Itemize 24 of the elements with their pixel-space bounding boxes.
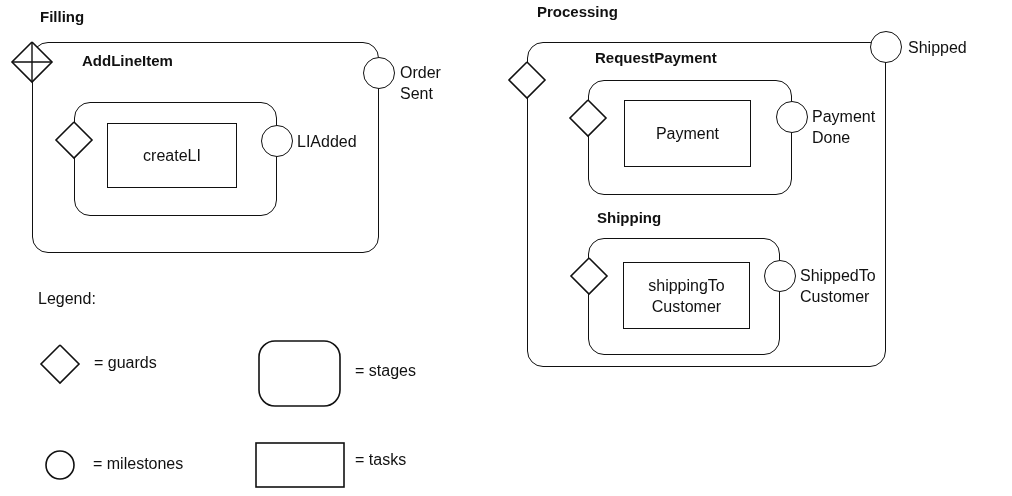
- legend-label: = guards: [94, 354, 157, 372]
- milestone-label: Payment Done: [812, 107, 877, 148]
- milestone-label: LIAdded: [297, 132, 358, 152]
- guard-diamond: [569, 99, 607, 137]
- stage-title: Filling: [40, 8, 85, 26]
- stage-title: RequestPayment: [595, 49, 717, 67]
- legend-label: = tasks: [355, 451, 407, 469]
- task-box: Payment: [624, 100, 751, 167]
- milestone-label: Order Sent: [400, 63, 442, 104]
- stage-title: Processing: [537, 3, 618, 21]
- legend-title: Legend:: [38, 290, 96, 308]
- task-box: createLI: [107, 123, 237, 188]
- guard-diamond: [55, 121, 93, 159]
- legend-label: = stages: [355, 362, 416, 380]
- guard-diamond: [570, 257, 608, 295]
- task-box: shippingTo Customer: [623, 262, 750, 329]
- legend-label: = milestones: [93, 455, 184, 473]
- stage-title: AddLineItem: [82, 52, 173, 70]
- milestone-label: ShippedTo Customer: [800, 266, 877, 307]
- stage-title: Shipping: [597, 209, 662, 227]
- guard-diamond: [508, 61, 546, 99]
- milestone-label: Shipped: [908, 38, 968, 58]
- milestone-circle: [870, 31, 902, 63]
- crossed-guard-diamond: [11, 41, 53, 83]
